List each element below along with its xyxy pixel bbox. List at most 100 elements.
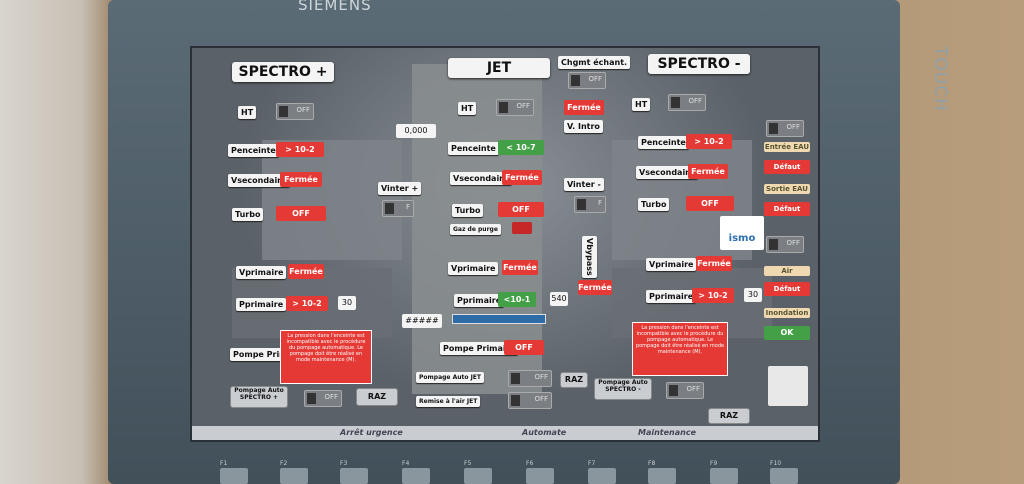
f3-key[interactable] bbox=[340, 468, 368, 484]
f7-key[interactable] bbox=[588, 468, 616, 484]
maintenance-label[interactable]: Maintenance bbox=[638, 428, 697, 437]
f9-label: F9 bbox=[710, 460, 718, 467]
f1-key[interactable] bbox=[220, 468, 248, 484]
left-turbo-label: Turbo bbox=[232, 208, 264, 221]
spectro-plus-chamber bbox=[262, 140, 402, 260]
entree-eau-label: Entrée EAU bbox=[764, 142, 810, 152]
left-penceinte-value: > 10-2 bbox=[276, 142, 324, 157]
f4-key[interactable] bbox=[402, 468, 430, 484]
title-jet: JET bbox=[448, 58, 550, 78]
pompage-auto-spectro-minus-button[interactable]: Pompage Auto SPECTRO - bbox=[594, 378, 652, 400]
left-pprimaire-value: > 10-2 bbox=[286, 296, 328, 311]
pompage-auto-jet-label[interactable]: Pompage Auto JET bbox=[416, 372, 484, 383]
left-pprimaire-number: 30 bbox=[338, 296, 356, 310]
jet-turbo-label: Turbo bbox=[452, 204, 484, 217]
left-turbo-value: OFF bbox=[276, 206, 326, 221]
jet-ht-toggle[interactable]: OFF bbox=[496, 99, 534, 116]
right-alarm-message: La pression dans l'enceinte est incompat… bbox=[632, 322, 728, 376]
inondation-value: OK bbox=[764, 326, 810, 340]
pompage-auto-spectro-plus-button[interactable]: Pompage Auto SPECTRO + bbox=[230, 386, 288, 408]
pompage-auto-spectro-plus-toggle[interactable]: OFF bbox=[304, 390, 342, 407]
jet-penceinte-label: Penceinte bbox=[448, 142, 499, 155]
f10-key[interactable] bbox=[770, 468, 798, 484]
f1-label: F1 bbox=[220, 460, 228, 467]
right-pprimaire-value: > 10-2 bbox=[692, 288, 734, 303]
raz-right-button[interactable]: RAZ bbox=[708, 408, 750, 424]
inondation-label: Inondation bbox=[764, 308, 810, 318]
touch-label: TOUCH bbox=[930, 46, 950, 112]
f9-key[interactable] bbox=[710, 468, 738, 484]
right-penceinte-value: > 10-2 bbox=[686, 134, 732, 149]
sidebar-top-toggle[interactable]: OFF bbox=[766, 120, 804, 137]
jet-progress-bar bbox=[452, 314, 546, 324]
vinter-plus-label: Vinter + bbox=[378, 182, 422, 195]
vbypass-value: Fermée bbox=[578, 280, 612, 295]
jet-vintro-label: V. Intro bbox=[564, 120, 603, 133]
right-ht-toggle[interactable]: OFF bbox=[668, 94, 706, 111]
air-toggle[interactable]: OFF bbox=[766, 236, 804, 253]
raz-jet-button[interactable]: RAZ bbox=[560, 372, 588, 388]
f2-key[interactable] bbox=[280, 468, 308, 484]
right-vsecondaire-value: Fermée bbox=[688, 164, 728, 179]
left-ht-toggle[interactable]: OFF bbox=[276, 103, 314, 120]
function-key-row: F1 F2 F3 F4 F5 F6 F7 F8 F9 F10 bbox=[220, 460, 800, 484]
f5-label: F5 bbox=[464, 460, 472, 467]
ismo-logo: ismo bbox=[720, 216, 764, 250]
pompage-auto-spectro-minus-toggle[interactable]: OFF bbox=[666, 382, 704, 399]
jet-vprimaire-value: Fermée bbox=[502, 260, 538, 275]
left-pprimaire-label: Pprimaire bbox=[236, 298, 287, 311]
automate-label[interactable]: Automate bbox=[522, 428, 567, 437]
jet-vintro-value: Fermée bbox=[564, 100, 604, 115]
f10-label: F10 bbox=[770, 460, 782, 467]
f6-key[interactable] bbox=[526, 468, 554, 484]
right-penceinte-label: Penceinte bbox=[638, 136, 689, 149]
jet-penceinte-value: < 10-7 bbox=[498, 140, 544, 155]
jet-pprimaire-value: <10-1 bbox=[498, 292, 536, 307]
right-vsecondaire-label: Vsecondaire bbox=[636, 166, 698, 179]
gaz-purge-indicator[interactable] bbox=[512, 222, 532, 234]
emblem-logo bbox=[768, 366, 808, 406]
jet-pprimaire-number: 540 bbox=[550, 292, 568, 306]
raz-left-button[interactable]: RAZ bbox=[356, 388, 398, 406]
jet-turbo-value: OFF bbox=[498, 202, 544, 217]
title-spectro-plus: SPECTRO + bbox=[232, 62, 334, 82]
title-spectro-minus: SPECTRO - bbox=[648, 54, 750, 74]
right-vprimaire-value: Fermée bbox=[696, 256, 732, 271]
left-vprimaire-value: Fermée bbox=[288, 264, 324, 279]
f2-label: F2 bbox=[280, 460, 288, 467]
pompage-auto-jet-toggle[interactable]: OFF bbox=[508, 370, 552, 387]
f8-label: F8 bbox=[648, 460, 656, 467]
right-turbo-label: Turbo bbox=[638, 198, 670, 211]
left-vsecondaire-value: Fermée bbox=[280, 172, 322, 187]
vbypass-label: Vbypass bbox=[582, 236, 597, 278]
sortie-eau-label: Sortie EAU bbox=[764, 184, 810, 194]
arret-urgence-label[interactable]: Arrêt urgence bbox=[340, 428, 403, 437]
air-value: Défaut bbox=[764, 282, 810, 296]
remise-air-jet-toggle[interactable]: OFF bbox=[508, 392, 552, 409]
jet-ht-label: HT bbox=[458, 102, 477, 115]
right-pprimaire-number: 30 bbox=[744, 288, 762, 302]
left-alarm-message: La pression dans l'enceinte est incompat… bbox=[280, 330, 372, 384]
chgmt-echant-toggle[interactable]: OFF bbox=[568, 72, 606, 89]
jet-pompe-value: OFF bbox=[504, 340, 544, 355]
f7-label: F7 bbox=[588, 460, 596, 467]
vinter-minus-label: Vinter - bbox=[564, 178, 604, 191]
entree-eau-value: Défaut bbox=[764, 160, 810, 174]
gaz-purge-label: Gaz de purge bbox=[450, 224, 501, 235]
left-vsecondaire-label: Vsecondaire bbox=[228, 174, 290, 187]
f4-label: F4 bbox=[402, 460, 410, 467]
remise-air-jet-label[interactable]: Remise à l'air JET bbox=[416, 396, 481, 407]
f8-key[interactable] bbox=[648, 468, 676, 484]
vinter-minus-toggle[interactable]: F bbox=[574, 196, 606, 213]
jet-vprimaire-label: Vprimaire bbox=[448, 262, 499, 275]
vinter-plus-toggle[interactable]: F bbox=[382, 200, 414, 217]
brand-logo: SIEMENS bbox=[298, 0, 372, 14]
jet-counter-value: 0,000 bbox=[396, 124, 436, 138]
air-label: Air bbox=[764, 266, 810, 276]
f6-label: F6 bbox=[526, 460, 534, 467]
f5-key[interactable] bbox=[464, 468, 492, 484]
sortie-eau-value: Défaut bbox=[764, 202, 810, 216]
hmi-screen: SPECTRO + JET SPECTRO - HT OFF Penceinte… bbox=[190, 46, 820, 442]
right-vprimaire-label: Vprimaire bbox=[646, 258, 697, 271]
footer-bar: Arrêt urgence Automate Maintenance bbox=[192, 426, 818, 440]
